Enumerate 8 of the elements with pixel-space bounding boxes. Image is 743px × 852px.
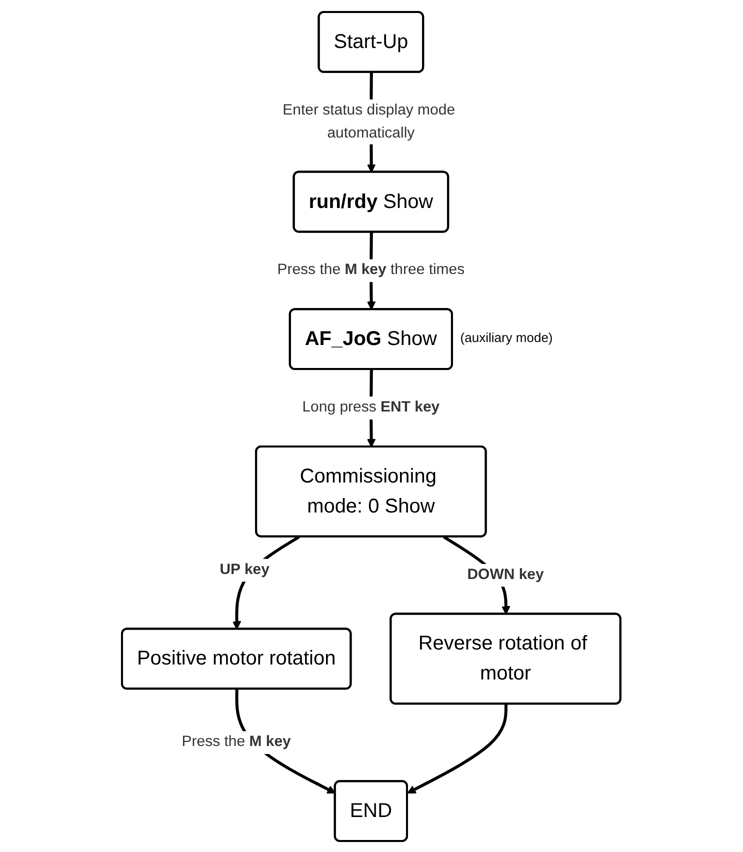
edge-label: DOWN key xyxy=(468,565,544,582)
node-note: (auxiliary mode) xyxy=(460,330,553,345)
arrow xyxy=(407,704,508,794)
edge-label: UP key xyxy=(220,560,270,578)
edge-label: Press the M key three times xyxy=(278,260,465,278)
edge-label: Long press ENT key xyxy=(302,398,440,416)
edge-label: Enter status display mode automatically xyxy=(282,100,456,140)
edge-label: Press the M key xyxy=(182,732,292,750)
